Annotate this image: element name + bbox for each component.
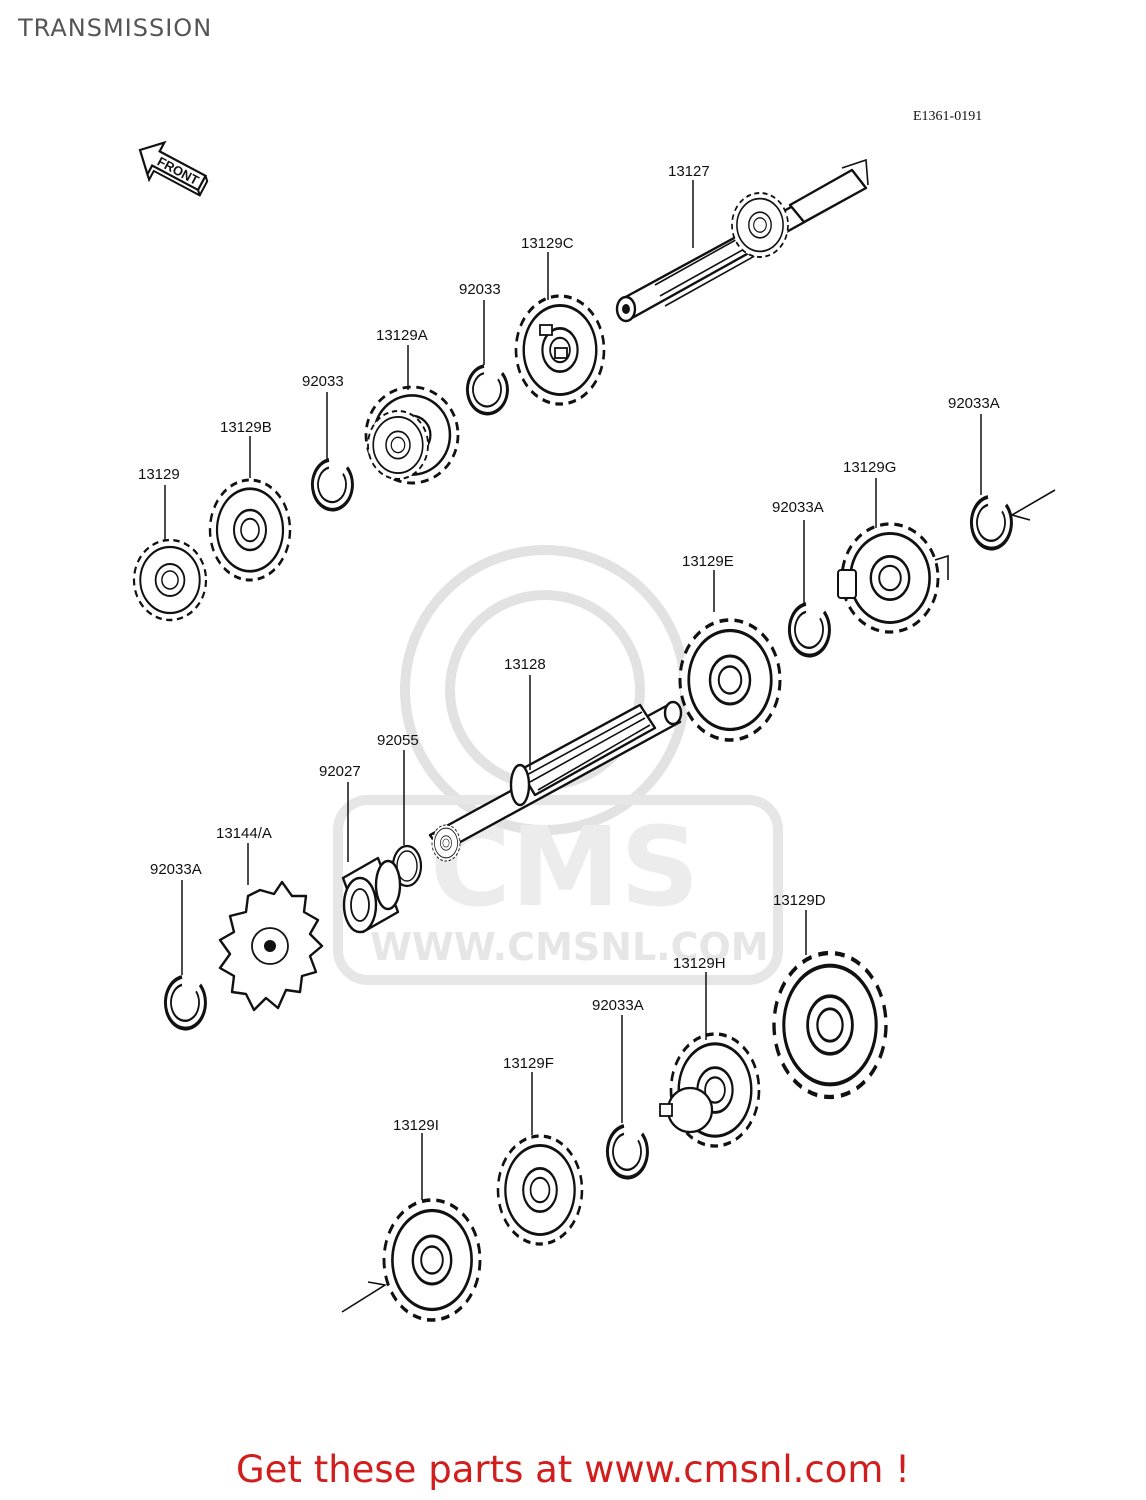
part-13129C: 13129C: [514, 235, 606, 406]
part-13129A: 13129A: [364, 327, 460, 485]
label-92033A-lower: 92033A: [592, 997, 644, 1014]
label-92033A-left: 92033A: [150, 861, 202, 878]
label-92033-middle: 92033: [302, 373, 344, 390]
part-13129H: 13129H: [659, 955, 761, 1148]
front-arrow-icon: FRONT: [138, 140, 209, 197]
label-13129C: 13129C: [521, 235, 574, 252]
label-13128: 13128: [504, 656, 546, 673]
label-13129D: 13129D: [773, 892, 826, 909]
label-13144A: 13144/A: [216, 825, 272, 842]
label-13129H: 13129H: [673, 955, 726, 972]
part-13144A: 13144/A: [216, 825, 324, 1012]
label-92055: 92055: [377, 732, 419, 749]
label-13129G: 13129G: [843, 459, 896, 476]
label-13129A: 13129A: [376, 327, 428, 344]
part-13127: 13127: [615, 158, 869, 323]
part-92033A-lower: 92033A: [592, 997, 650, 1180]
part-92033A-middle: 92033A: [772, 499, 832, 658]
promo-footer-text: Get these parts at www.cmsnl.com !: [235, 1448, 910, 1491]
part-13129: 13129: [132, 466, 208, 622]
part-92027: 92027: [319, 763, 402, 934]
part-13129G: 13129G: [837, 459, 949, 634]
part-13129D: 13129D: [773, 892, 886, 1097]
label-13129: 13129: [138, 466, 180, 483]
label-13129F: 13129F: [503, 1055, 554, 1072]
part-92033-middle: 92033: [302, 373, 355, 512]
watermark-url: WWW.CMSNL.COM: [370, 925, 769, 969]
label-92027: 92027: [319, 763, 361, 780]
part-92033-upper: 92033: [459, 281, 510, 416]
part-13129E: 13129E: [678, 553, 782, 742]
part-13129I: 13129I: [341, 1117, 482, 1322]
part-92033A-top: 92033A: [948, 395, 1056, 551]
part-13128: 13128: [428, 656, 683, 862]
label-92033-upper: 92033: [459, 281, 501, 298]
diagram-ref-code: E1361-0191: [913, 109, 982, 124]
label-92033A-top: 92033A: [948, 395, 1000, 412]
part-13129F: 13129F: [496, 1055, 584, 1246]
part-92033A-left: 92033A: [150, 861, 208, 1031]
page-title: TRANSMISSION: [18, 14, 213, 42]
label-92033A-middle: 92033A: [772, 499, 824, 516]
label-13129I: 13129I: [393, 1117, 439, 1134]
label-13129E: 13129E: [682, 553, 734, 570]
label-13127: 13127: [668, 163, 710, 180]
part-13129B: 13129B: [208, 419, 292, 582]
label-13129B: 13129B: [220, 419, 272, 436]
